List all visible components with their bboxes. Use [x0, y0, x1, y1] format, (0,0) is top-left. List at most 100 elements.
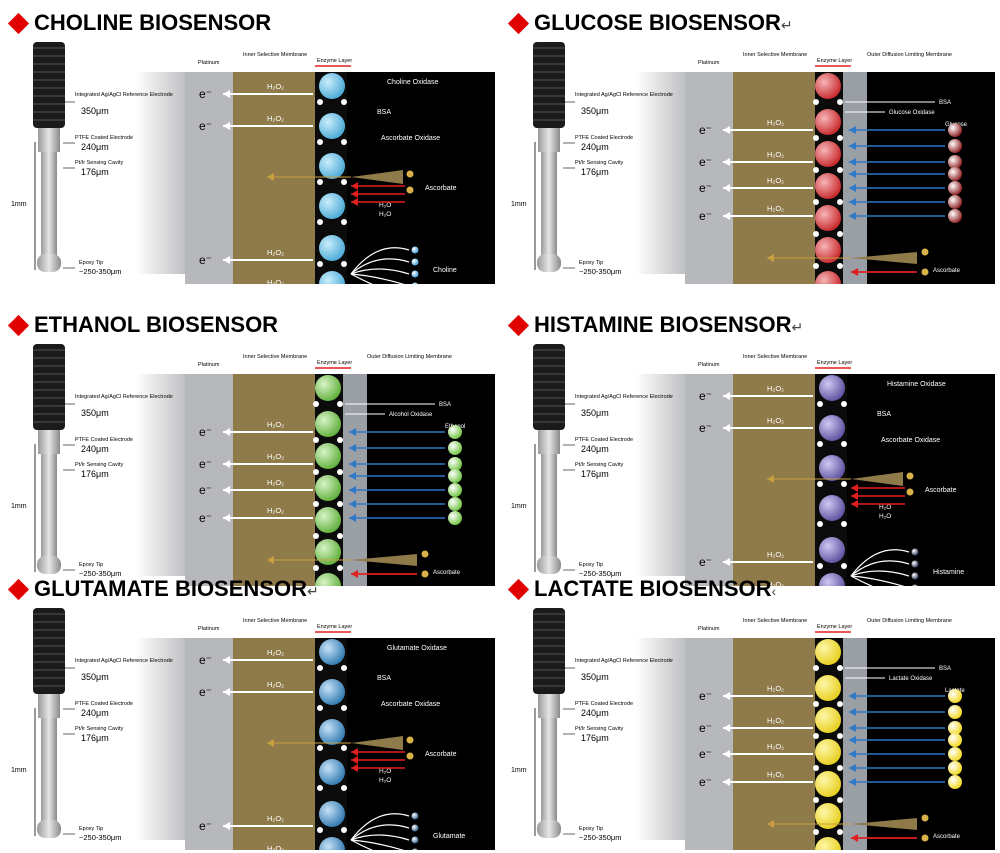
substrate-molecule	[948, 209, 962, 223]
bsa-molecule	[817, 521, 823, 527]
bsa-molecule	[837, 199, 843, 205]
ascorbate-wedge	[351, 736, 403, 750]
solution-region	[867, 638, 995, 850]
enzyme-name-label: Histamine Oxidase	[887, 381, 946, 388]
enzyme-molecule	[315, 475, 341, 501]
platinum-label: Platinum	[698, 626, 720, 632]
enzyme-molecule	[319, 639, 345, 665]
ascorbate-back-arrow-head	[267, 173, 274, 181]
cavity-size-label: 176μm	[81, 733, 109, 743]
inner-selective-membrane	[733, 638, 815, 850]
bsa-molecule	[813, 263, 819, 269]
enzyme-molecule	[815, 739, 841, 765]
cavity-label: Pt/Ir Sensing Cavity	[575, 160, 624, 166]
bsa-molecule	[317, 99, 323, 105]
electron-label: e⁻	[699, 155, 712, 169]
enzyme-molecule	[815, 109, 841, 135]
bsa-molecule	[313, 401, 319, 407]
inner-membrane-label: Inner Selective Membrane	[243, 618, 307, 624]
substrate-curve-arrow	[350, 247, 410, 275]
bsa-molecule	[317, 827, 323, 833]
panel-title: CHOLINE BIOSENSOR	[5, 10, 271, 36]
electron-label: e⁻	[699, 389, 712, 403]
substrate-blue-arrow-head	[349, 500, 356, 508]
inner-selective-membrane	[233, 374, 315, 586]
epoxy-size-label: ~250-350μm	[79, 833, 121, 842]
ascorbate-red-arrow-head	[851, 492, 858, 500]
substrate-curve-arrow	[850, 570, 910, 577]
substrate-blue-arrow-head	[349, 460, 356, 468]
ref-electrode-label: Integrated Ag/AgCl Reference Electrode	[575, 394, 673, 400]
epoxy-label: Epoxy Tip	[579, 260, 603, 266]
bsa-molecule	[317, 179, 323, 185]
outer-diffusion-membrane	[343, 374, 367, 586]
epoxy-label: Epoxy Tip	[79, 826, 103, 832]
enzyme-molecule	[815, 707, 841, 733]
substrate-blue-arrow-head	[849, 692, 856, 700]
bsa-molecule	[313, 565, 319, 571]
substrate-molecule	[411, 258, 419, 266]
substrate-molecule	[411, 246, 419, 254]
substrate-blue-arrow-head	[849, 708, 856, 716]
platinum-layer	[185, 638, 233, 850]
panel-title: LACTATE BIOSENSOR‹	[505, 576, 776, 602]
enzyme-molecule	[319, 235, 345, 261]
substrate-blue-arrow-head	[849, 724, 856, 732]
ascorbate-wedge	[351, 170, 403, 184]
substrate-blue-arrow-head	[849, 750, 856, 758]
ptfe-label: PTFE Coated Electrode	[75, 701, 133, 707]
inner-membrane-label: Inner Selective Membrane	[743, 354, 807, 360]
h2o2-label: H₂O₂	[267, 506, 284, 515]
epoxy-size-label: ~250-350μm	[579, 833, 621, 842]
substrate-molecule	[948, 689, 962, 703]
substrate-molecule	[411, 836, 419, 844]
enzyme-name-label: Lactate Oxidase	[889, 676, 933, 682]
bsa-molecule	[813, 701, 819, 707]
magnification-fan	[135, 374, 185, 576]
epoxy-label: Epoxy Tip	[579, 826, 603, 832]
bsa-molecule	[341, 139, 347, 145]
h2o2-label: H₂O₂	[267, 114, 284, 123]
bsa-molecule	[317, 705, 323, 711]
ascorbate-particle	[406, 752, 414, 760]
outer-diffusion-membrane	[843, 72, 867, 284]
bsa-molecule	[837, 829, 843, 835]
cavity-label: Pt/Ir Sensing Cavity	[75, 462, 124, 468]
bsa-molecule	[317, 665, 323, 671]
h2o2-label: H₂O₂	[267, 248, 284, 257]
h2o2-label: H₂O₂	[267, 814, 284, 823]
enzyme-molecule	[319, 679, 345, 705]
enzyme-name-label: Choline Oxidase	[387, 79, 438, 86]
substrate-blue-arrow-head	[349, 514, 356, 522]
substrate-molecule	[411, 270, 419, 278]
substrate-blue-arrow-head	[849, 184, 856, 192]
enzyme-molecule	[819, 573, 845, 586]
bsa-molecule	[317, 261, 323, 267]
h2o2-label: H₂O₂	[767, 580, 784, 586]
electron-arrow-head	[223, 486, 230, 494]
enzyme-name-label: Glucose Oxidase	[889, 110, 935, 116]
ascorbate-particle	[421, 550, 429, 558]
substrate-molecule	[911, 548, 919, 556]
ascorbate-particle	[921, 814, 929, 822]
epoxy-size-label: ~250-350μm	[79, 267, 121, 276]
bsa-molecule	[813, 231, 819, 237]
h2o2-label: H₂O₂	[767, 684, 784, 693]
enzyme-molecule	[315, 573, 341, 586]
electron-label: e⁻	[699, 721, 712, 735]
enzyme-molecule	[315, 375, 341, 401]
substrate-molecule	[948, 155, 962, 169]
cavity-size-label: 176μm	[581, 469, 609, 479]
ref-electrode-label: Integrated Ag/AgCl Reference Electrode	[75, 658, 173, 664]
enzyme-molecule	[319, 193, 345, 219]
ascorbate-particle	[406, 186, 414, 194]
substrate-blue-arrow-head	[849, 764, 856, 772]
substrate-molecule	[448, 511, 462, 525]
reference-electrode	[533, 608, 565, 694]
panel-title: GLUTAMATE BIOSENSOR↵	[5, 576, 319, 602]
bsa-molecule	[341, 261, 347, 267]
substrate-blue-arrow-head	[849, 158, 856, 166]
